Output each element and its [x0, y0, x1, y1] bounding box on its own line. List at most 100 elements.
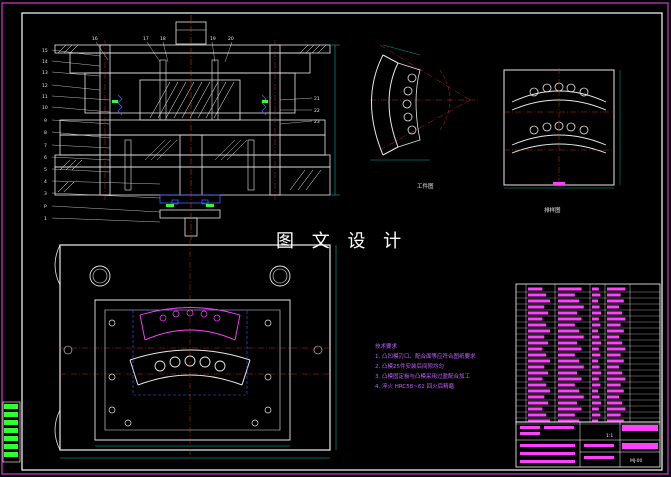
part-number: 10 [42, 105, 48, 111]
parts-list-cell [592, 353, 601, 357]
notes-title: 技术要求 [375, 342, 398, 350]
parts-list-cell [558, 323, 575, 327]
parts-list-cell [607, 419, 624, 423]
parts-list-cell [592, 305, 600, 309]
parts-list-cell [558, 335, 584, 339]
workpiece-view: 工件图 [370, 44, 480, 190]
parts-list-cell [558, 401, 578, 405]
parts-list-cell [528, 371, 549, 375]
parts-list-cell [528, 419, 551, 423]
section-view [51, 15, 340, 240]
parts-list-cell [528, 383, 547, 387]
parts-list-cell [558, 413, 575, 417]
layout-view: 排样图 [503, 68, 621, 214]
parts-list-cell [558, 371, 578, 375]
parts-list-cell [592, 419, 598, 423]
part-number: 14 [42, 59, 48, 65]
watermark: 图 文 设 计 [276, 231, 407, 252]
part-number: 4 [44, 179, 47, 185]
parts-list-cell [607, 407, 626, 411]
parts-list-cell [607, 347, 626, 351]
parts-list-cell [528, 353, 547, 357]
part-number: 5 [44, 167, 47, 173]
parts-list-cell [607, 377, 626, 381]
title-block: 1:1 MJ-00 [515, 283, 661, 468]
parts-list-cell [592, 413, 601, 417]
parts-list-cell [592, 395, 600, 399]
workpiece-label: 工件图 [417, 182, 434, 190]
parts-list-cell [592, 347, 599, 351]
parts-list-cell [558, 287, 582, 291]
parts-list-cell [592, 341, 602, 345]
parts-list-cell [558, 311, 578, 315]
parts-list-cell [607, 401, 623, 405]
part-number: 9 [44, 118, 47, 124]
parts-list-cell [592, 383, 601, 387]
part-number: 7 [44, 143, 47, 149]
parts-list-cell [558, 317, 582, 321]
binding-strip [2, 401, 21, 463]
parts-list-cell [607, 311, 623, 315]
parts-list-cell [607, 359, 624, 363]
note-line: 2. 凸模25件安装后间隙均匀 [375, 362, 444, 370]
parts-list-cell [528, 377, 543, 381]
parts-list-cell [558, 299, 580, 303]
parts-list-cell [592, 311, 602, 315]
parts-list-cell [528, 299, 551, 303]
part-number: 22 [314, 108, 320, 114]
parts-list-cell [558, 419, 580, 423]
parts-list-cell [558, 329, 580, 333]
parts-list-cell [607, 383, 621, 387]
part-number: 6 [44, 155, 47, 161]
parts-list-cell [592, 317, 599, 321]
parts-list-cell [592, 365, 600, 369]
parts-list-cell [528, 305, 545, 309]
parts-list-cell [558, 365, 584, 369]
parts-list-cell [592, 329, 598, 333]
parts-list-cell [607, 305, 619, 309]
parts-list-cell [528, 413, 547, 417]
parts-list-cell [528, 407, 543, 411]
parts-list-cell [528, 341, 549, 345]
parts-list-cell [558, 395, 584, 399]
parts-list-cell [558, 389, 580, 393]
part-number: 15 [42, 48, 48, 54]
parts-list-cell [558, 347, 582, 351]
parts-list-cell [528, 293, 547, 297]
parts-list-cell [528, 389, 551, 393]
part-number: 18 [160, 36, 166, 42]
part-number: 3 [44, 191, 47, 197]
parts-list-cell [558, 305, 584, 309]
parts-list-cell [607, 365, 619, 369]
parts-list-cell [607, 371, 623, 375]
parts-list-cell [592, 377, 599, 381]
parts-list-cell [607, 341, 623, 345]
parts-list-cell [528, 323, 547, 327]
part-number: 13 [42, 70, 48, 76]
parts-list-cell [528, 365, 545, 369]
part-number-labels: 15 14 13 12 11 10 9 8 7 6 5 4 3 P 1 16 1… [42, 36, 320, 222]
part-number: 12 [42, 83, 48, 89]
parts-list-cell [528, 317, 543, 321]
parts-list-cell [558, 341, 578, 345]
parts-list-cell [558, 293, 575, 297]
parts-list-cell [528, 359, 551, 363]
parts-list-cell [607, 389, 624, 393]
parts-list-cell [528, 329, 551, 333]
parts-list-cell [607, 323, 621, 327]
part-number: 19 [210, 36, 216, 42]
parts-list-cell [528, 347, 543, 351]
parts-list-cell [592, 299, 598, 303]
parts-list-cell [592, 401, 602, 405]
parts-list-cell [592, 407, 599, 411]
part-number: 1 [44, 216, 47, 222]
technical-notes: 技术要求 1. 凸凹模刃口、配合面等应符合图纸要求 2. 凸模25件安装后间隙均… [375, 342, 476, 390]
parts-list-cell [558, 359, 580, 363]
part-number: 11 [42, 94, 48, 100]
part-number: 23 [314, 119, 320, 125]
parts-list-cell [607, 413, 621, 417]
title-block-scale: 1:1 [606, 433, 613, 439]
parts-list-cell [528, 395, 545, 399]
